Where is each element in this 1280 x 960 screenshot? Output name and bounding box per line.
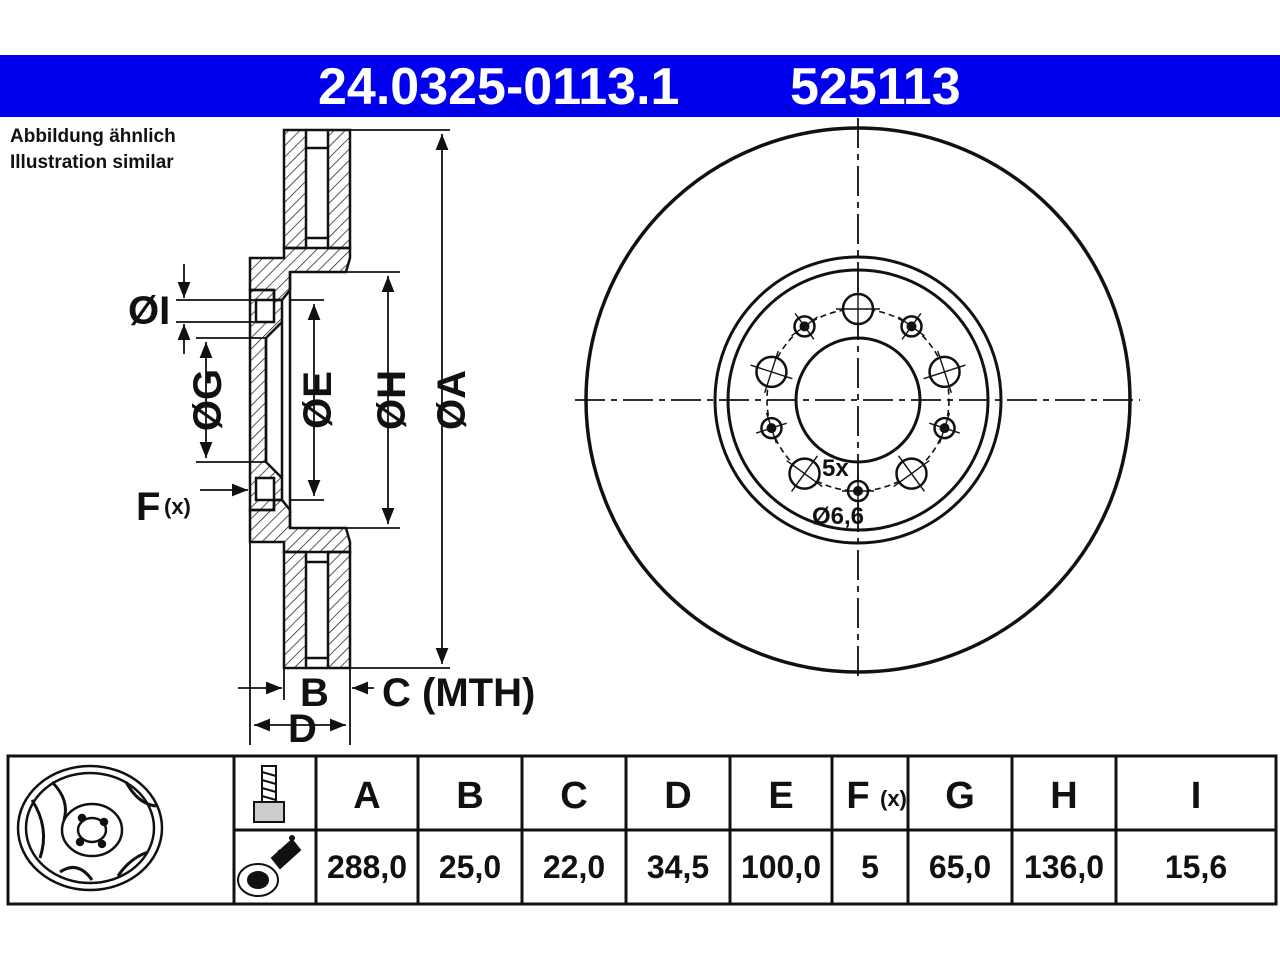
dim-label-b: B bbox=[300, 671, 329, 715]
hole-centre-mark bbox=[763, 350, 779, 394]
reference-number: 525113 bbox=[790, 58, 961, 116]
dim-label-c: C (MTH) bbox=[382, 671, 535, 715]
table-value-g: 65,0 bbox=[929, 849, 991, 885]
disc-cross-section bbox=[248, 128, 352, 670]
table-header-c: C bbox=[560, 775, 587, 817]
table-value-e: 100,0 bbox=[741, 849, 821, 885]
table-header-i: I bbox=[1191, 775, 1202, 817]
hole-centre-mark bbox=[893, 460, 930, 488]
brake-disc-icon bbox=[16, 764, 164, 892]
dim-label-g: ØG bbox=[186, 369, 230, 431]
dim-label-f: F bbox=[136, 485, 160, 529]
table-value-a: 288,0 bbox=[327, 849, 407, 885]
table-header-g: G bbox=[945, 775, 975, 817]
part-number: 24.0325-0113.1 bbox=[318, 58, 680, 116]
table-value-h: 136,0 bbox=[1024, 849, 1104, 885]
table-value-c: 22,0 bbox=[543, 849, 605, 885]
bolt-icon bbox=[253, 765, 285, 823]
bolt-holes bbox=[750, 287, 966, 507]
note-english: Illustration similar bbox=[10, 152, 174, 173]
dim-label-f-suffix: (x) bbox=[164, 494, 191, 519]
hole-centre-mark bbox=[898, 316, 925, 337]
table-header-e: E bbox=[768, 775, 793, 817]
title-bar: 24.0325-0113.1 525113 bbox=[0, 55, 1280, 117]
dimension-lines bbox=[176, 129, 450, 745]
grease-icon bbox=[237, 835, 302, 897]
hole-centre-mark bbox=[765, 412, 778, 444]
table-value-i: 15,6 bbox=[1165, 849, 1227, 885]
holes-diameter-label: Ø6,6 bbox=[812, 503, 864, 530]
hole-centre-mark bbox=[938, 412, 951, 444]
table-header-a: A bbox=[353, 775, 380, 817]
table-value-b: 25,0 bbox=[439, 849, 501, 885]
table-value-f: 5 bbox=[861, 849, 879, 885]
hole-centre-mark bbox=[786, 460, 823, 488]
dim-label-a: ØA bbox=[430, 370, 474, 430]
table-value-d: 34,5 bbox=[647, 849, 709, 885]
table-header-b: B bbox=[456, 775, 483, 817]
dim-label-i: ØI bbox=[128, 289, 170, 333]
dim-label-d: D bbox=[288, 707, 317, 751]
table-header-f: F bbox=[846, 775, 869, 817]
dim-label-e: ØE bbox=[296, 371, 340, 429]
note-german: Abbildung ähnlich bbox=[10, 126, 176, 147]
table-header-d: D bbox=[664, 775, 691, 817]
dim-label-h: ØH bbox=[370, 370, 414, 430]
hole-centre-mark bbox=[791, 316, 818, 337]
holes-count-label: 5x bbox=[822, 455, 849, 482]
table-header-f-suffix: (x) bbox=[880, 786, 907, 811]
hole-centre-mark bbox=[937, 350, 953, 394]
illustration-note: Abbildung ähnlich Illustration similar bbox=[10, 124, 176, 176]
table-header-h: H bbox=[1050, 775, 1077, 817]
